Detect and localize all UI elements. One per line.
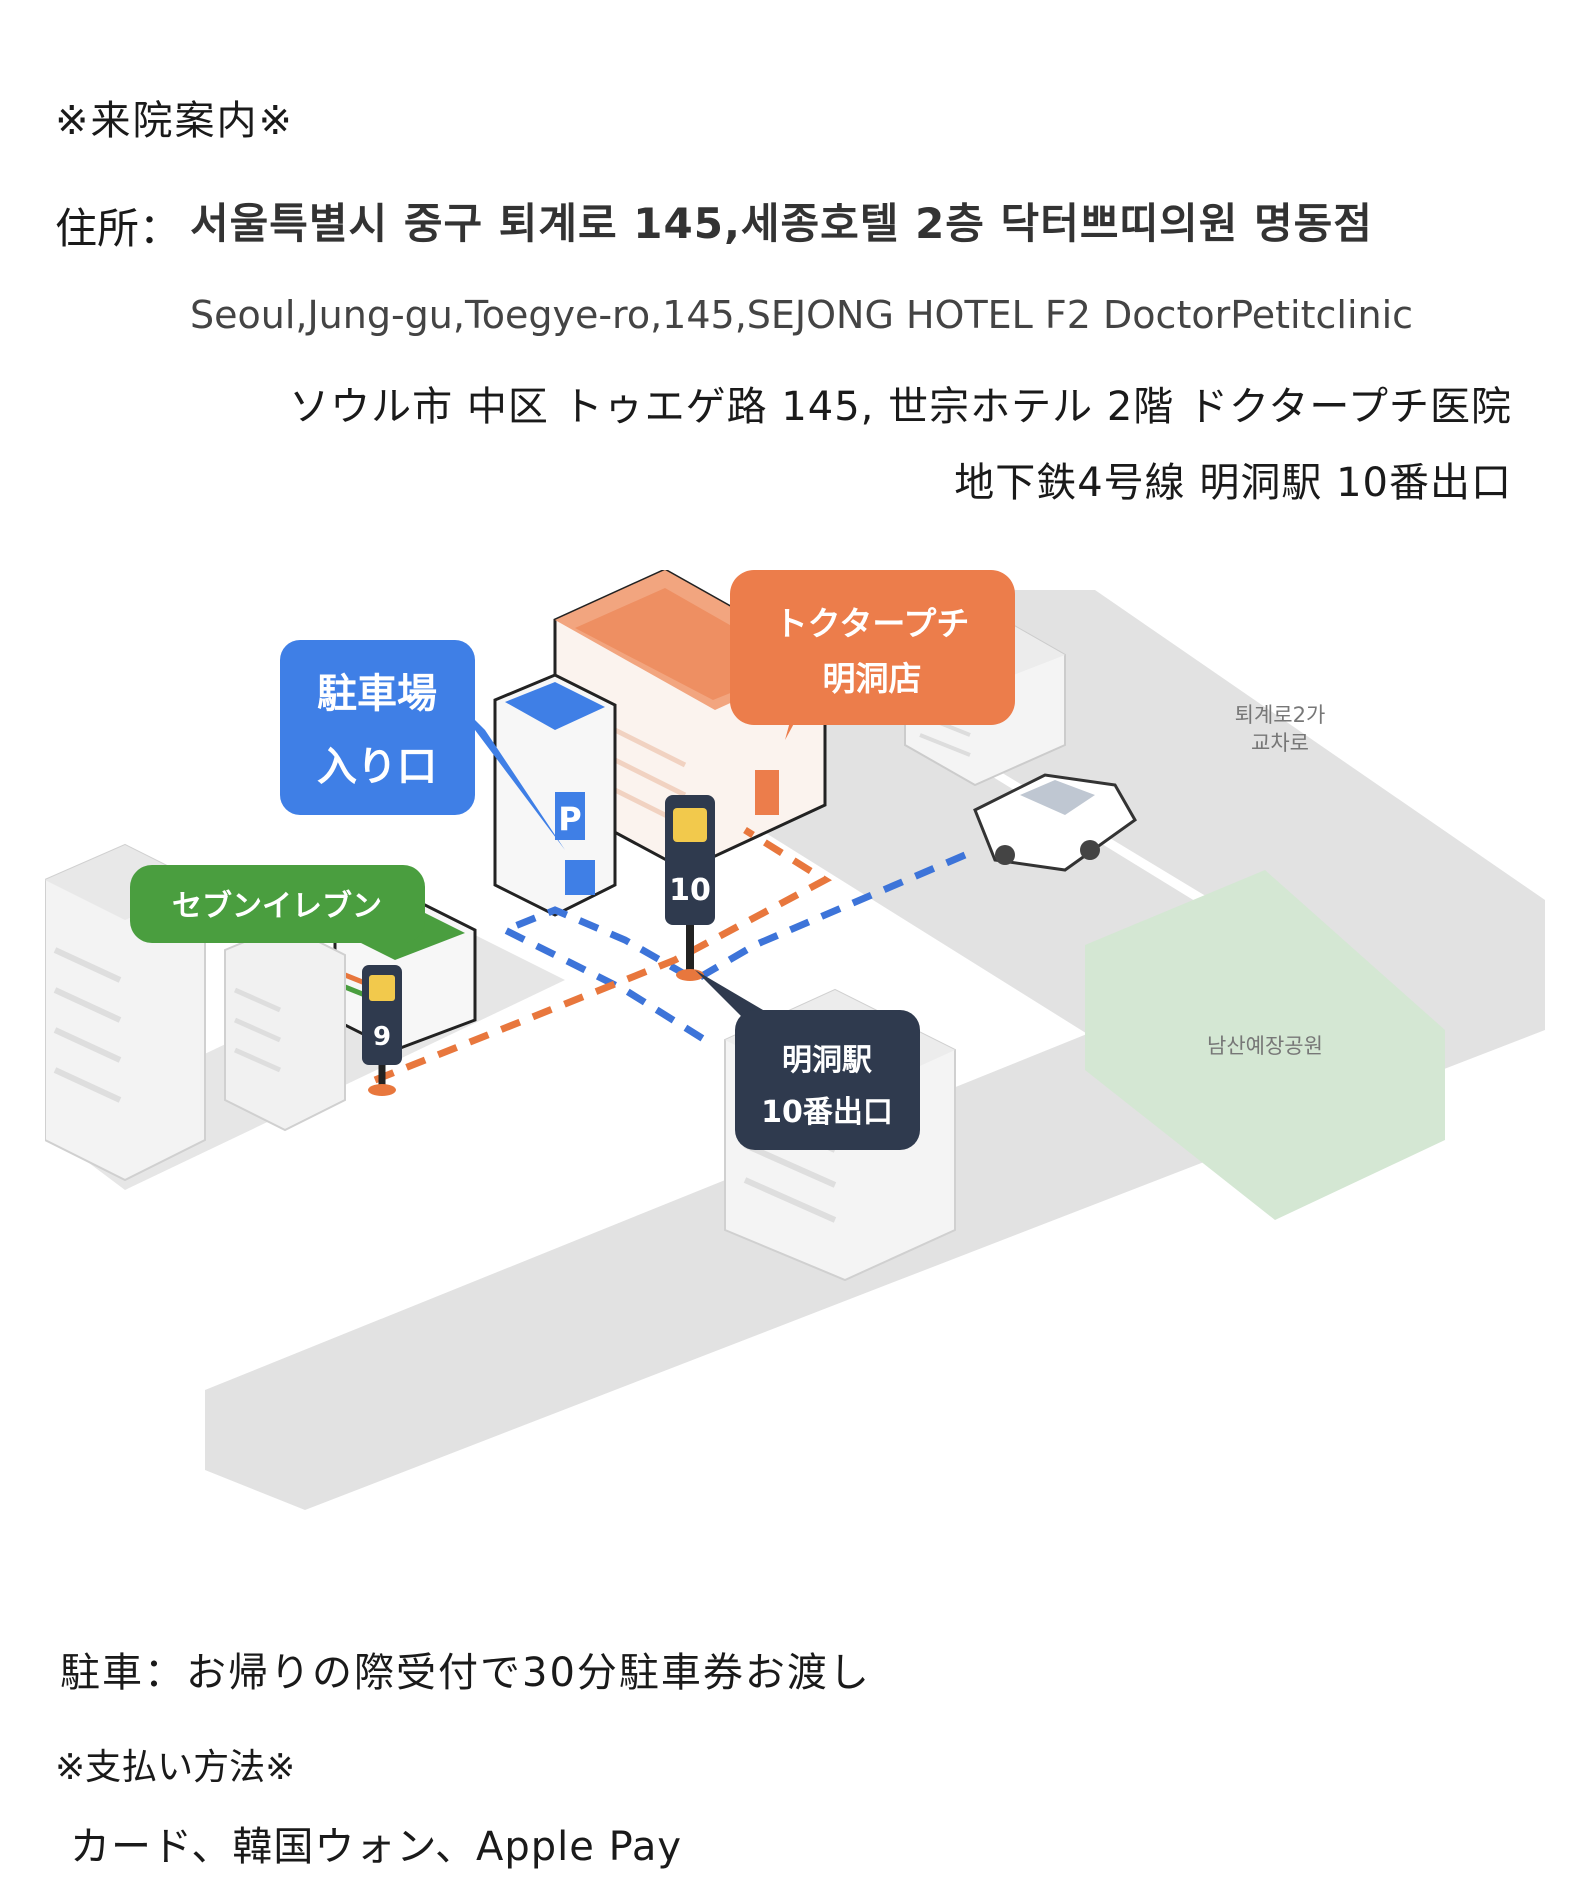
intersection-label-line1: 퇴계로2가	[1235, 703, 1326, 727]
clinic-callout-line2: 明洞店	[823, 659, 922, 698]
parking-sign-box	[555, 792, 585, 840]
building-left-mid	[224, 923, 346, 1132]
station-callout-line2: 10番出口	[761, 1095, 893, 1130]
car-route-path	[496, 851, 967, 1043]
address-english: Seoul,Jung-gu,Toegye-ro,145,SEJONG HOTEL…	[190, 293, 1414, 337]
payment-header: ※支払い方法※	[55, 1747, 296, 1788]
station-callout: 明洞駅 10番出口	[695, 970, 920, 1150]
clinic-callout-line1: トクタープチ	[775, 604, 970, 643]
walk-route-path	[373, 827, 832, 1084]
page-header: ※来院案内※	[55, 98, 295, 144]
seven-eleven-callout: セブンイレブン	[130, 865, 425, 943]
clinic-door	[755, 770, 779, 815]
address-station: 地下鉄4号線 明洞駅 10番出口	[954, 460, 1512, 506]
parking-sign-letter: P	[558, 800, 581, 838]
parking-callout: 駐車場 入り口	[280, 640, 565, 850]
clinic-callout: トクタープチ 明洞店	[730, 570, 1015, 740]
bus-stop-9-number: 9	[373, 1022, 391, 1052]
payment-methods: カード、韓国ウォン、Apple Pay	[70, 1824, 683, 1870]
station-callout-line1: 明洞駅	[782, 1043, 872, 1078]
parking-building: P	[493, 673, 617, 917]
seven-eleven-callout-label: セブンイレブン	[172, 889, 382, 924]
bus-icon	[369, 975, 395, 1001]
access-map: 남산예장공원 퇴계로2가 교차로 P	[45, 570, 1545, 1510]
parking-callout-line2: 入り口	[317, 744, 437, 790]
park-label: 남산예장공원	[1207, 1034, 1323, 1058]
park-area: 남산예장공원	[1085, 870, 1445, 1220]
bus-icon	[673, 808, 707, 842]
road-main-diagonal	[205, 590, 1545, 1510]
address-japanese: ソウル市 中区 トゥエゲ路 145, 世宗ホテル 2階 ドクタープチ医院	[289, 384, 1512, 430]
parking-info: 駐車：お帰りの際受付で30分駐車券お渡し	[60, 1650, 871, 1696]
bus-stop-10-number: 10	[669, 873, 711, 908]
parking-entrance	[565, 860, 595, 895]
address-label: 住所：	[55, 204, 182, 253]
bus-stop-9: 9	[362, 965, 402, 1096]
parking-callout-line1: 駐車場	[317, 671, 437, 717]
bus-stop-10: 10	[665, 795, 715, 981]
car-icon	[973, 773, 1137, 872]
intersection-label-line2: 교차로	[1251, 731, 1309, 755]
address-korean: 서울특별시 중구 퇴계로 145,세종호텔 2층 닥터쁘띠의원 명동점	[190, 199, 1373, 248]
